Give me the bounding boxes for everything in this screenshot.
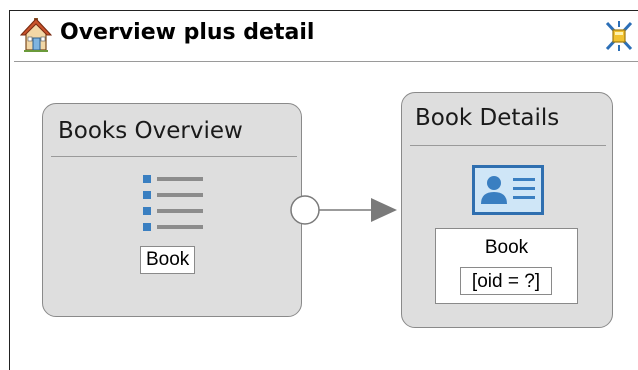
book-details-unit[interactable]: Book Details Book [oid = ?] [401, 92, 613, 328]
entity-box: Book [oid = ?] [435, 228, 578, 304]
unit-divider [51, 156, 297, 157]
pattern-icon[interactable] [604, 20, 634, 52]
link-arrowhead [371, 198, 397, 222]
page-title: Overview plus detail [60, 20, 315, 45]
entity-label: Book [140, 246, 196, 274]
unit-title: Books Overview [58, 118, 243, 144]
entity-label: Book [484, 237, 529, 258]
link-source-circle [290, 195, 320, 225]
selector-condition: [oid = ?] [460, 267, 552, 295]
navigation-link[interactable] [285, 190, 405, 230]
unit-divider [410, 145, 606, 146]
contact-card-icon [472, 165, 544, 215]
home-icon [20, 18, 52, 52]
title-divider [14, 61, 638, 62]
books-overview-unit[interactable]: Books Overview Book [42, 103, 302, 317]
list-icon [143, 175, 203, 231]
unit-title: Book Details [415, 105, 560, 131]
canvas-frame [9, 10, 638, 370]
